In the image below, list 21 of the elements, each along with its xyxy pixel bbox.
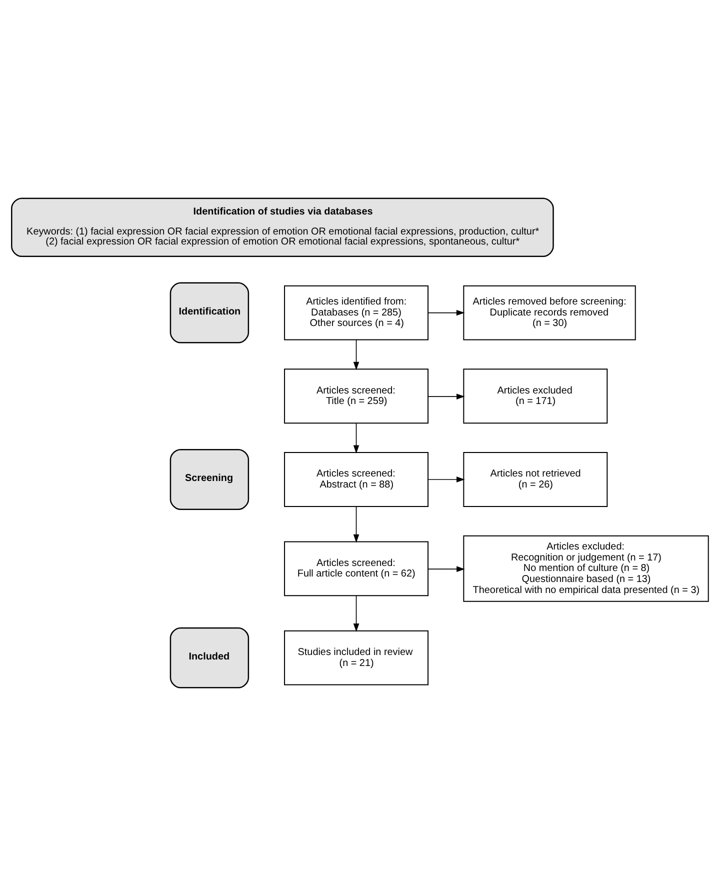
node-box: Articles not retrieved (n = 26) — [463, 452, 608, 506]
arrow — [353, 594, 360, 632]
arrow — [428, 309, 465, 316]
node-box: Articles removed before screening: Duplicate records removed (n = 30) — [463, 284, 636, 340]
node-box: Included — [170, 626, 250, 688]
arrow — [353, 422, 360, 454]
arrow — [428, 566, 465, 572]
node-box: Identification of studies via databases Keywords: (1) facial expression OR facial expression of emotion OR emotional facial expressions, production, cultur* (2) facial expression OR facial expression of emotion OR emotional facial expressions, spontaneous, cultur* — [11, 197, 554, 256]
node-box: Screening — [170, 448, 250, 510]
node-box: Articles screened: Title (n = 259) — [284, 368, 429, 424]
node-box: Articles excluded (n = 171) — [463, 368, 608, 424]
node-box: Studies included in review (n = 21) — [284, 630, 429, 685]
node-box: Articles excluded: Recognition or judgement (n = 17) No mention of culture (n = 8) Questionnaire based (n = 13) Theoretical with no empirical data presented (n = 3) — [463, 534, 709, 602]
node-box: Identification — [170, 282, 250, 343]
arrow — [428, 476, 465, 482]
arrow — [428, 393, 465, 399]
node-box: Articles identified from: Databases (n = 285) Other sources (n = 4) — [284, 284, 429, 340]
node-box: Articles screened: Abstract (n = 88) — [284, 452, 429, 506]
arrow — [353, 338, 360, 370]
node-box: Articles screened: Full article content (n = 62) — [284, 540, 429, 596]
arrow — [353, 506, 360, 542]
